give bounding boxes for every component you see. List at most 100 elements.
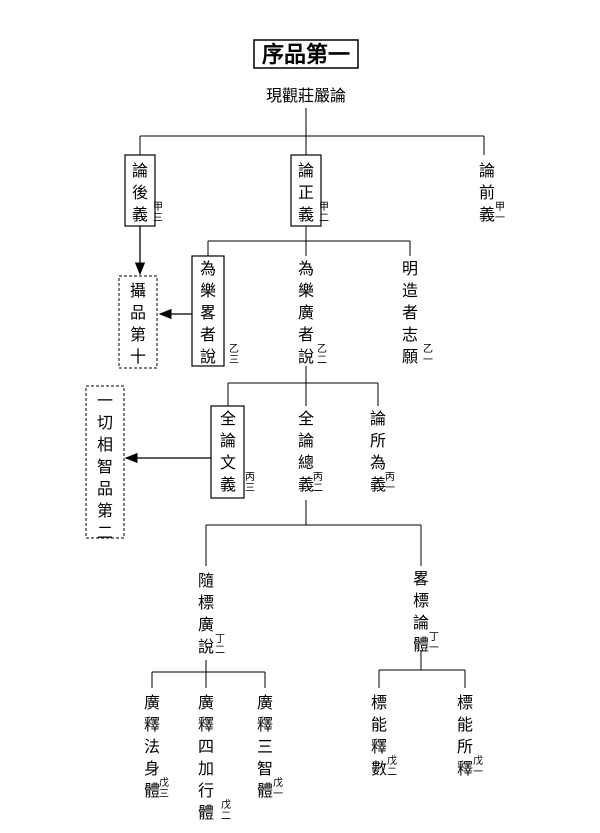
outline-tag: 丙 — [385, 472, 395, 483]
label-char: 四 — [198, 737, 214, 756]
outline-tag: 甲 — [495, 202, 505, 213]
outline-tag: 乙 — [317, 343, 327, 355]
label-char: 畧 — [413, 569, 429, 588]
label-char: 為 — [200, 259, 216, 278]
label-char: 加 — [198, 759, 214, 778]
label-char: 說 — [200, 347, 216, 366]
outline-tag: 二 — [317, 355, 327, 366]
label-char: 說 — [198, 637, 214, 656]
node-level5-right-1: 標能所釋戊一 — [457, 693, 483, 778]
label-char: 體 — [198, 803, 214, 822]
node-level2-1: 為樂廣者說乙二 — [298, 259, 327, 366]
label-char: 三 — [257, 737, 273, 756]
root-label: 現觀莊嚴論 — [266, 86, 346, 105]
label-char: 為 — [298, 259, 314, 278]
label-char: 全 — [298, 409, 314, 428]
label-char: 論 — [370, 409, 386, 428]
node-level1-2: 論前義甲一 — [479, 161, 505, 224]
node-level1-1: 論正義甲二 — [298, 161, 329, 224]
arrows — [124, 226, 211, 464]
label-char: 標 — [371, 693, 387, 712]
connector-lines — [139, 108, 485, 688]
label-char: 志 — [402, 325, 418, 344]
label-char: 樂 — [298, 281, 314, 300]
label-char: 論 — [220, 431, 236, 450]
outline-tag: 丁 — [215, 634, 225, 645]
box-quan-lun-wen-yi — [210, 405, 245, 499]
label-char: 釋 — [371, 737, 387, 756]
node-level3-0: 全論文義丙三 — [220, 409, 255, 494]
label-char: 隨 — [198, 571, 214, 590]
node-level4-0: 隨標廣說丁二 — [198, 571, 225, 656]
node-level5-right-0: 標能釋數戊二 — [371, 693, 397, 778]
label-char: 釋 — [257, 715, 273, 734]
outline-tag: 戊 — [387, 755, 397, 767]
outline-tag: 三 — [245, 483, 255, 494]
label-char: 文 — [220, 453, 236, 472]
label-char: 廣 — [144, 693, 160, 712]
node-level4-1: 畧標論體丁一 — [413, 569, 439, 654]
outline-tag: 戊 — [273, 777, 283, 789]
label-char: 廣 — [198, 693, 214, 712]
label-char: 第 — [130, 325, 146, 344]
label-char: 品 — [130, 303, 146, 322]
label-char: 切 — [97, 413, 113, 432]
label-char: 義 — [298, 205, 314, 224]
box-lun-zheng-yi — [290, 154, 322, 227]
node-level5-left-1: 廣釋四加行體戊二 — [198, 693, 231, 822]
outline-tag: 一 — [495, 213, 505, 224]
page-title: 序品第一 — [262, 42, 350, 68]
outline-tag: 戊 — [221, 799, 231, 811]
outline-tag: 一 — [423, 355, 433, 366]
label-char: 義 — [370, 475, 386, 494]
node-level2-0: 為樂畧者說乙三 — [200, 259, 239, 366]
label-char: 全 — [220, 409, 236, 428]
outline-tag: 丙 — [313, 472, 323, 483]
label-char: 說 — [298, 347, 314, 366]
outline-tag: 二 — [319, 213, 329, 224]
label-char: 樂 — [200, 281, 216, 300]
outline-tag: 一 — [385, 483, 395, 494]
label-char: 相 — [97, 435, 113, 454]
label-char: 廣 — [257, 693, 273, 712]
label-char: 能 — [457, 715, 473, 734]
label-char: 廣 — [198, 615, 214, 634]
label-char: 能 — [371, 715, 387, 734]
label-char: 前 — [479, 183, 495, 202]
node-level2-2: 明造者志願乙一 — [402, 259, 433, 366]
label-char: 論 — [298, 431, 314, 450]
label-char: 釋 — [144, 715, 160, 734]
outline-tag: 甲 — [319, 202, 329, 213]
label-char: 品 — [97, 479, 113, 498]
node-level1-0: 論後義甲三 — [132, 161, 163, 224]
label-char: 身 — [144, 759, 160, 778]
label-char: 造 — [402, 281, 418, 300]
node-level5-left-2: 廣釋三智體戊一 — [257, 693, 283, 800]
label-char: 義 — [220, 475, 236, 494]
outline-tag: 一 — [473, 767, 483, 778]
label-char: 行 — [198, 781, 214, 800]
outline-tag: 戊 — [159, 777, 169, 789]
outline-tag: 二 — [221, 811, 231, 822]
outline-tag: 甲 — [153, 202, 163, 213]
label-char: 一 — [97, 391, 113, 410]
label-char: 廣 — [298, 303, 314, 322]
label-char: 總 — [298, 453, 314, 472]
outline-tag: 丁 — [429, 632, 439, 643]
label-char: 數 — [371, 759, 387, 778]
label-char: 後 — [132, 183, 148, 202]
label-char: 願 — [402, 347, 418, 366]
label-char: 論 — [479, 161, 495, 180]
outline-tag: 一 — [273, 789, 283, 800]
outline-tag: 一 — [429, 643, 439, 654]
label-char: 法 — [144, 737, 160, 756]
label-char: 者 — [200, 325, 216, 344]
label-char: 論 — [298, 161, 314, 180]
outline-tag: 二 — [313, 483, 323, 494]
label-char: 第 — [97, 501, 113, 520]
label-char: 為 — [370, 453, 386, 472]
